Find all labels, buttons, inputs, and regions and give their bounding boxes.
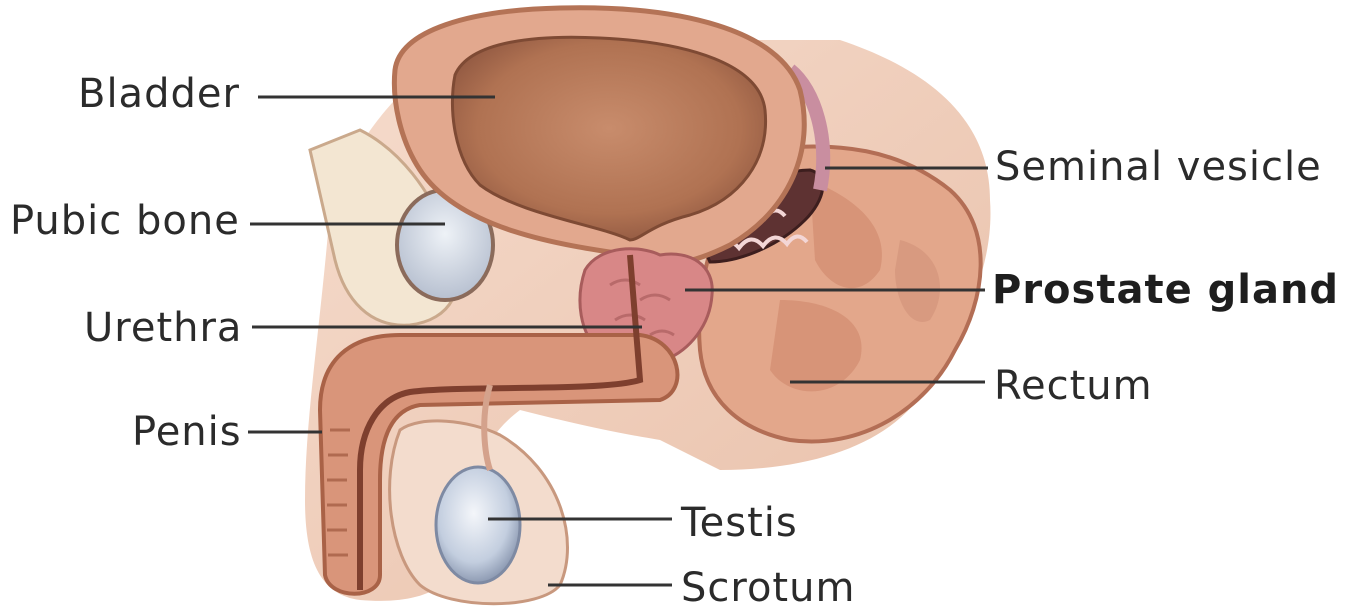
label-bladder: Bladder (78, 74, 240, 114)
label-seminal-vesicle: Seminal vesicle (995, 147, 1322, 187)
label-penis: Penis (132, 412, 242, 452)
label-pubic-bone: Pubic bone (10, 201, 240, 241)
label-rectum: Rectum (994, 366, 1153, 406)
label-prostate-gland: Prostate gland (992, 270, 1339, 310)
label-scrotum: Scrotum (681, 568, 855, 608)
label-testis: Testis (681, 503, 798, 543)
testis-shape (436, 467, 520, 583)
label-urethra: Urethra (84, 308, 242, 348)
